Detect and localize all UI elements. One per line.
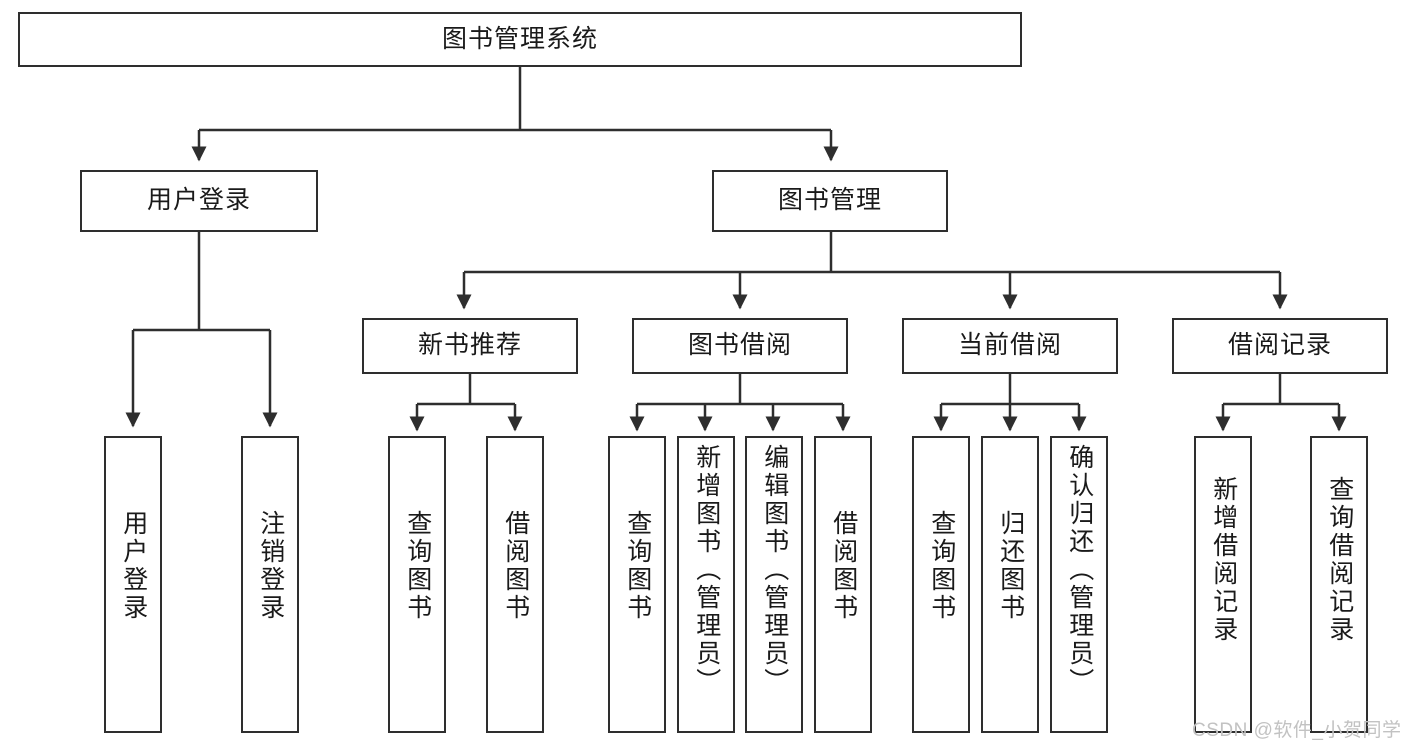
leaf-borrow-book-1[interactable]: 借阅图书: [486, 436, 544, 733]
leaf-return-book[interactable]: 归还图书: [981, 436, 1039, 733]
leaf-label: 借阅图书: [829, 510, 858, 622]
node-book-borrow[interactable]: 图书借阅: [632, 318, 848, 374]
node-borrow-record[interactable]: 借阅记录: [1172, 318, 1388, 374]
leaf-query-book-1[interactable]: 查询图书: [388, 436, 446, 733]
leaf-label: 查询借阅记录: [1325, 476, 1354, 644]
leaf-query-book-3[interactable]: 查询图书: [912, 436, 970, 733]
leaf-label: 查询图书: [927, 510, 956, 622]
csdn-watermark: CSDN @软件_小贺同学: [1192, 720, 1402, 741]
node-current-borrow[interactable]: 当前借阅: [902, 318, 1118, 374]
leaf-add-borrow-record[interactable]: 新增借阅记录: [1194, 436, 1252, 733]
leaf-label: 查询图书: [623, 510, 652, 622]
node-book-manage[interactable]: 图书管理: [712, 170, 948, 232]
leaf-label: 编辑图书（管理员）: [760, 444, 789, 696]
leaf-query-borrow-record[interactable]: 查询借阅记录: [1310, 436, 1368, 733]
leaf-label: 新增图书（管理员）: [692, 444, 721, 696]
leaf-label: 查询图书: [403, 510, 432, 622]
leaf-query-book-2[interactable]: 查询图书: [608, 436, 666, 733]
leaf-confirm-return-admin[interactable]: 确认归还（管理员）: [1050, 436, 1108, 733]
leaf-label: 用户登录: [119, 510, 148, 622]
leaf-borrow-book-2[interactable]: 借阅图书: [814, 436, 872, 733]
node-user-login[interactable]: 用户登录: [80, 170, 318, 232]
leaf-user-login[interactable]: 用户登录: [104, 436, 162, 733]
leaf-logout-login[interactable]: 注销登录: [241, 436, 299, 733]
node-new-book-recommend[interactable]: 新书推荐: [362, 318, 578, 374]
leaf-label: 确认归还（管理员）: [1065, 444, 1094, 696]
leaf-label: 注销登录: [256, 510, 285, 622]
leaf-label: 归还图书: [996, 510, 1025, 622]
leaf-label: 新增借阅记录: [1209, 476, 1238, 644]
leaf-edit-book-admin[interactable]: 编辑图书（管理员）: [745, 436, 803, 733]
leaf-add-book-admin[interactable]: 新增图书（管理员）: [677, 436, 735, 733]
leaf-label: 借阅图书: [501, 510, 530, 622]
node-root[interactable]: 图书管理系统: [18, 12, 1022, 67]
